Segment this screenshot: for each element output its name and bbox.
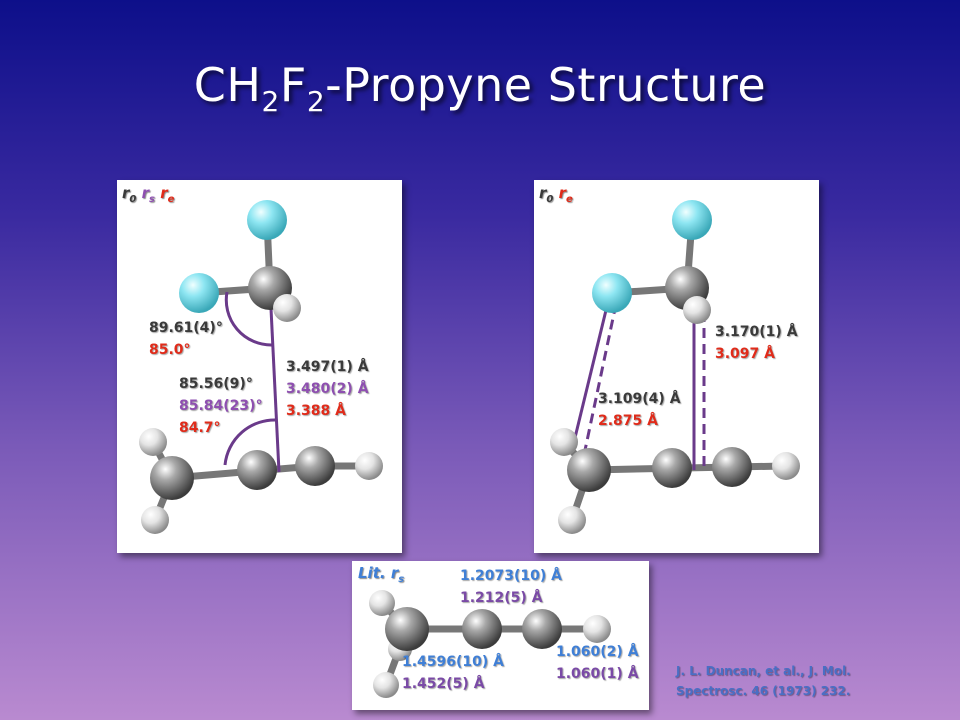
angle-arc-bottom: [223, 418, 278, 466]
hydrogen-atom: [373, 672, 399, 698]
hydrogen-atom: [273, 294, 301, 322]
hydrogen-atom: [550, 428, 578, 456]
angle-bottom-label: 85.56(9)° 85.84(23)° 84.7°: [179, 376, 263, 436]
carbon-atom: [462, 609, 502, 649]
page-title: CH2F2-Propyne Structure: [193, 58, 767, 119]
left-molecule-diagram: [139, 200, 383, 534]
distance-line-re: [582, 303, 618, 456]
distance-line-r0: [570, 301, 610, 451]
hydrogen-atom: [683, 296, 711, 324]
angle-arc-top: [224, 291, 273, 347]
distance-label: 3.497(1) Å 3.480(2) Å 3.388 Å: [286, 359, 369, 419]
hydrogen-atom: [355, 452, 383, 480]
left-structure-panel: r0 rs re 89.61(4)° 85.0° 85.56(9)° 85.84…: [117, 180, 402, 553]
literature-structure-panel: Lit. rs 1.2073(10) Å 1.212(5) Å 1.060(2)…: [352, 561, 649, 710]
fluorine-atom: [247, 200, 287, 240]
cc-bond-label: 1.4596(10) Å 1.452(5) Å: [402, 654, 505, 692]
right-molecule-diagram: [550, 200, 800, 534]
carbon-atom: [712, 447, 752, 487]
hydrogen-atom: [583, 615, 611, 643]
literature-header: Lit. rs: [358, 564, 405, 585]
carbon-atom: [652, 448, 692, 488]
distance-left-label: 3.109(4) Å 2.875 Å: [598, 391, 681, 429]
method-header: r0 re: [539, 184, 573, 205]
hydrogen-atom: [139, 428, 167, 456]
fluorine-atom: [179, 273, 219, 313]
fluorine-atom: [672, 200, 712, 240]
method-header: r0 rs re: [122, 184, 175, 205]
carbon-atom: [567, 448, 611, 492]
fluorine-atom: [592, 273, 632, 313]
hydrogen-atom: [772, 452, 800, 480]
right-structure-panel: r0 re 3.170(1) Å 3.097 Å 3.109(4) Å 2.87…: [534, 180, 819, 553]
angle-top-label: 89.61(4)° 85.0°: [149, 320, 223, 358]
hydrogen-atom: [369, 590, 395, 616]
propyne-molecule-diagram: [369, 590, 611, 698]
ch-bond-label: 1.060(2) Å 1.060(1) Å: [556, 644, 639, 682]
carbon-atom: [385, 607, 429, 651]
carbon-atom: [522, 609, 562, 649]
triple-bond-label: 1.2073(10) Å 1.212(5) Å: [460, 568, 563, 606]
distance-right-label: 3.170(1) Å 3.097 Å: [715, 324, 798, 362]
distance-line: [268, 287, 281, 473]
carbon-atom: [237, 450, 277, 490]
hydrogen-atom: [141, 506, 169, 534]
citation: J. L. Duncan, et al., J. Mol. Spectrosc.…: [676, 664, 851, 698]
hydrogen-atom: [558, 506, 586, 534]
carbon-atom: [150, 456, 194, 500]
carbon-atom: [295, 446, 335, 486]
